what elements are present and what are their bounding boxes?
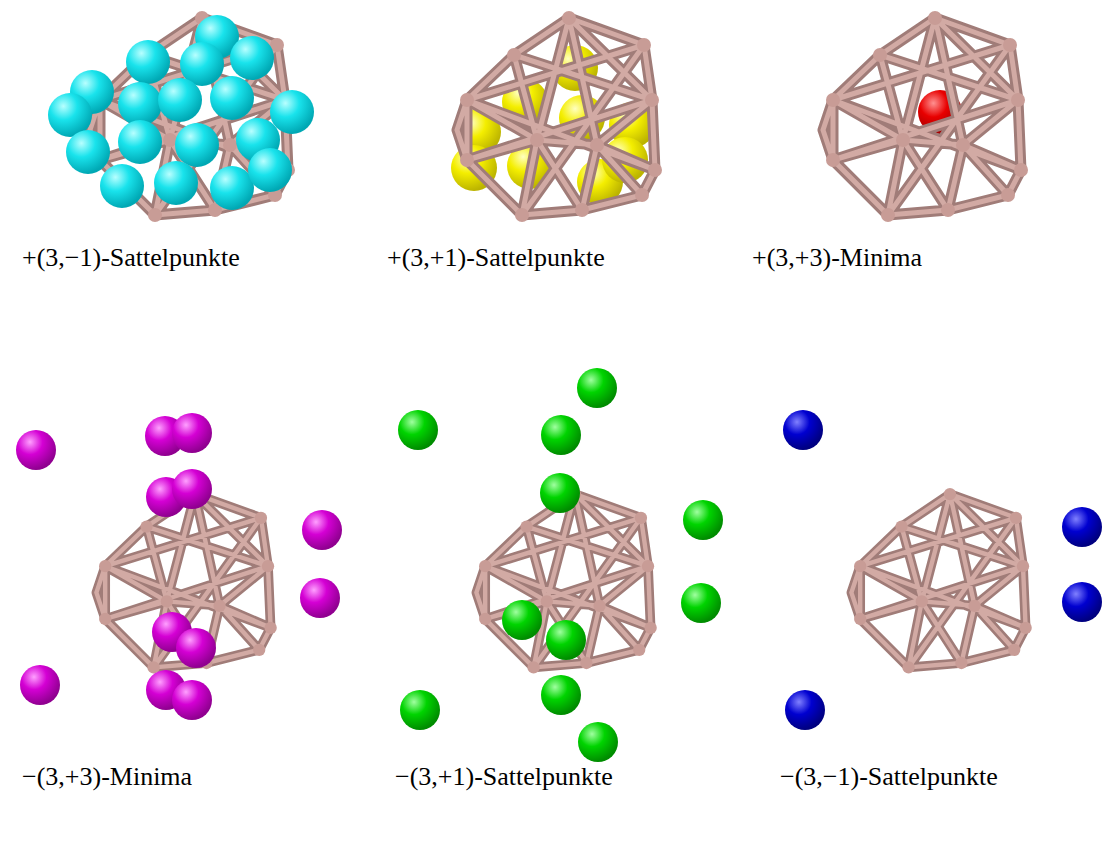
magenta-spheres [16, 413, 342, 720]
cyan-spheres [48, 15, 314, 210]
cluster-cage [457, 11, 662, 222]
cluster-cage [823, 11, 1028, 222]
panel-caption: +(3,+3)-Minima [750, 243, 924, 273]
cluster-cage [851, 488, 1031, 674]
panel-caption: −(3,+3)-Minima [20, 762, 194, 792]
panel-caption: −(3,−1)-Sattelpunkte [778, 762, 1000, 792]
panel-caption: −(3,+1)-Sattelpunkte [393, 762, 615, 792]
cluster-cage [96, 488, 276, 674]
green-spheres [398, 368, 723, 762]
cluster-cage [90, 11, 295, 222]
panel-caption: +(3,−1)-Sattelpunkte [20, 243, 242, 273]
blue-spheres [783, 410, 1102, 730]
cluster-cage [476, 488, 656, 674]
panel-caption: +(3,+1)-Sattelpunkte [385, 243, 607, 273]
